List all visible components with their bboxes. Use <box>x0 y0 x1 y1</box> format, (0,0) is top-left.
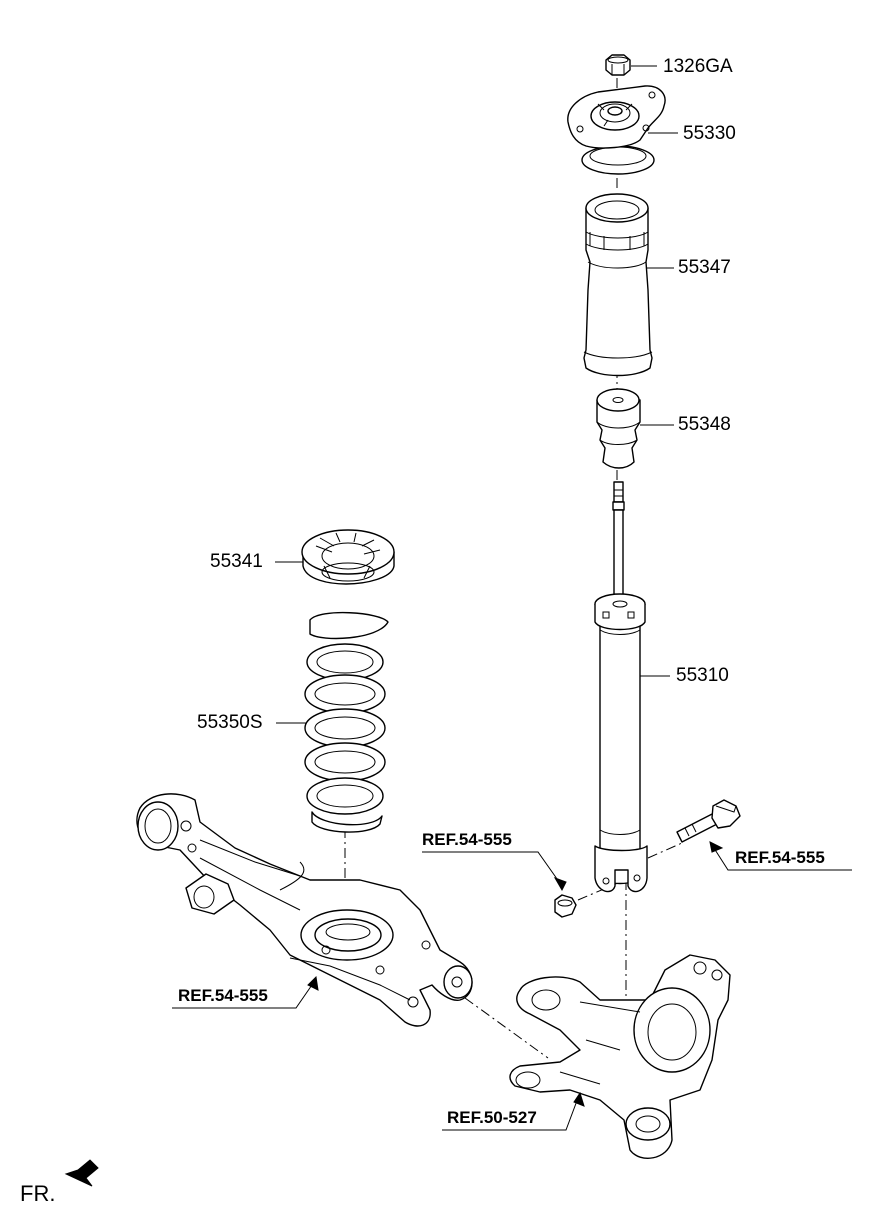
label-1326GA: 1326GA <box>663 56 733 77</box>
spring-pad <box>301 529 395 585</box>
ref-label-bolt: REF.54-555 <box>735 848 825 867</box>
bump-stopper <box>596 388 641 469</box>
label-55350S: 55350S <box>197 712 263 733</box>
leader-lines <box>172 65 852 1131</box>
lower-nut <box>554 894 577 918</box>
strut-mount <box>567 85 666 175</box>
coil-spring <box>304 611 389 833</box>
ref-label-knuckle: REF.50-527 <box>447 1108 537 1127</box>
label-55330: 55330 <box>683 123 736 144</box>
lower-control-arm <box>136 793 473 1027</box>
label-55310: 55310 <box>676 665 729 686</box>
shock-absorber <box>594 481 648 893</box>
label-55347: 55347 <box>678 257 731 278</box>
label-55348: 55348 <box>678 414 731 435</box>
top-nut <box>605 54 631 76</box>
ref-label-nut: REF.54-555 <box>422 830 512 849</box>
rear-knuckle <box>509 954 731 1159</box>
label-55341: 55341 <box>210 551 263 572</box>
front-arrow-icon <box>64 1159 99 1187</box>
front-direction-label: FR. <box>20 1181 56 1206</box>
dust-cover <box>583 193 653 377</box>
ref-label-arm: REF.54-555 <box>178 986 268 1005</box>
mounting-bolt <box>676 799 741 843</box>
